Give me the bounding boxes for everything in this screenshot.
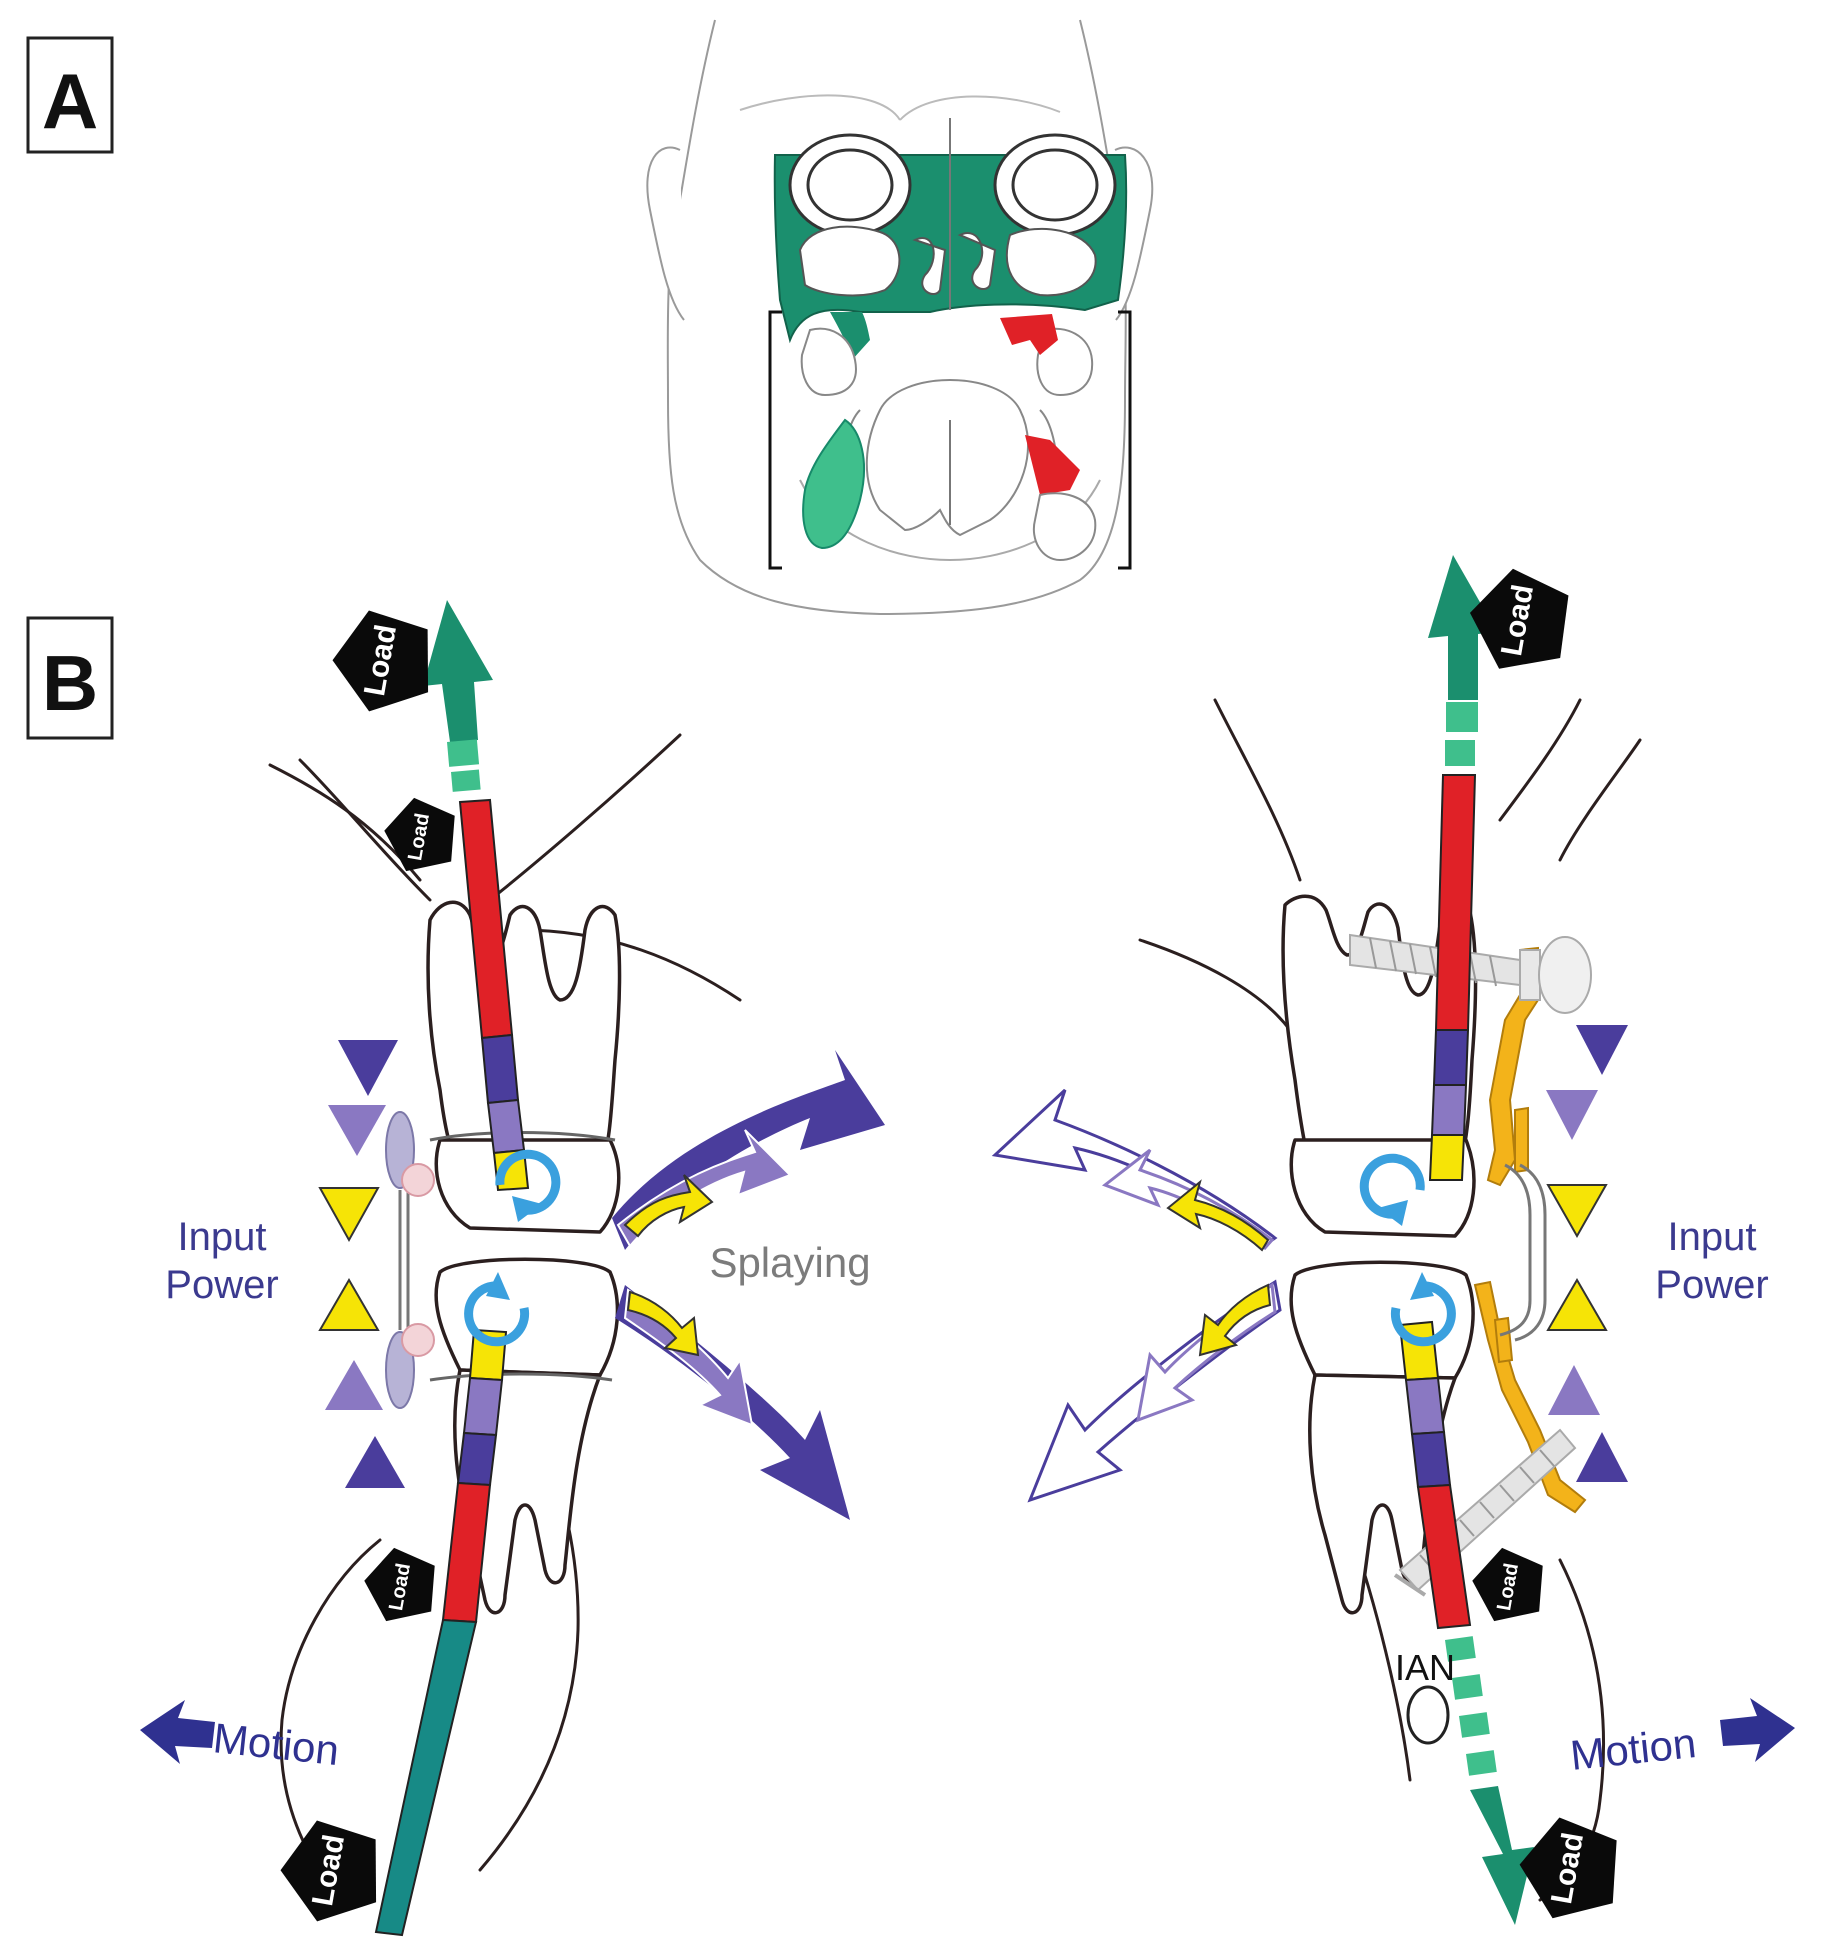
upper-load-bar-right [1428, 555, 1497, 1181]
outlined-splaying-arrows [991, 1088, 1282, 1503]
rotation-arrow-icon [464, 1149, 561, 1347]
screw-icon [1349, 933, 1592, 1014]
load-pentagon-icon: Load [1463, 560, 1579, 673]
motion-arrow-icon [140, 1700, 215, 1764]
motion-arrow-icon [1720, 1698, 1795, 1762]
splaying-label: Splaying [709, 1239, 870, 1286]
right-jaw-assembly: IAN Load Load Load Input Power Motion [991, 555, 1795, 1925]
load-pentagon-icon: Load [321, 595, 447, 718]
load-pentagon-icon: Load [1510, 1805, 1632, 1923]
left-jaw-assembly: Load Load Load Load Input Power Splaying… [140, 595, 885, 1937]
svg-text:A: A [42, 57, 98, 145]
skull-frontal-view [646, 19, 1154, 616]
lower-load-bar-right [1398, 1320, 1534, 1925]
input-power-label-left: Input [178, 1215, 267, 1259]
input-power-label-left-2: Power [165, 1263, 278, 1307]
ian-label: IAN [1395, 1647, 1455, 1688]
input-power-label-right-2: Power [1655, 1263, 1768, 1307]
splaying-arrows [612, 1050, 885, 1520]
load-pentagon-icon: Load [378, 790, 464, 874]
ian-nerve-canal [1406, 1685, 1450, 1745]
input-power-label-right: Input [1668, 1215, 1757, 1259]
upper-tooth-left [426, 900, 622, 1172]
input-power-triangles-right [1546, 1025, 1628, 1482]
lower-load-bar-left [374, 1328, 508, 1937]
load-pentagon-icon: Load [358, 1540, 444, 1624]
motion-label-left: Motion [211, 1714, 341, 1774]
load-pentagon-icon: Load [1466, 1540, 1552, 1624]
motion-label-right: Motion [1568, 1719, 1698, 1779]
input-power-triangles-left [318, 1040, 405, 1488]
rotation-arrow-icon [1359, 1153, 1456, 1347]
load-pentagon-icon: Load [269, 1805, 395, 1928]
panel-b-label: B [26, 616, 114, 740]
panel-a-label: A [26, 36, 114, 154]
svg-text:B: B [42, 639, 98, 727]
